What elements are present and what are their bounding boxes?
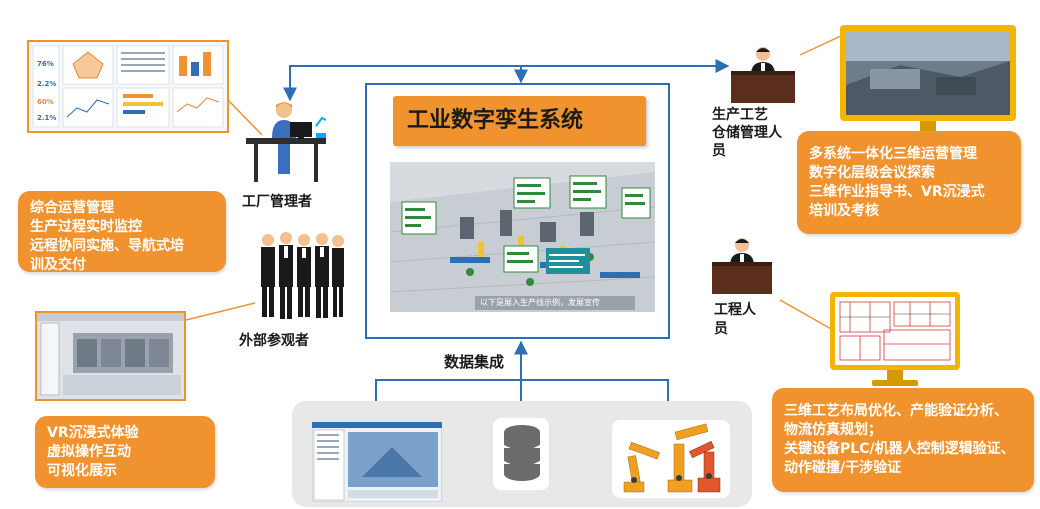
kpi-value-2: 2.2% — [37, 80, 57, 88]
kpi-value-3: 60% — [37, 98, 54, 106]
feature-line: 关键设备PLC/机器人控制逻辑验证、 — [784, 441, 1015, 457]
feature-line: 综合运营管理 — [30, 200, 114, 216]
feature-line: 生产过程实时监控 — [30, 219, 142, 235]
data-integration-label: 数据集成 — [444, 353, 505, 371]
factory-3d-render — [390, 162, 655, 312]
feature-line: VR沉浸式体验 — [47, 425, 139, 441]
system-title: 工业数字孪生系统 — [393, 96, 646, 146]
role-line: 仓储管理人 — [712, 125, 782, 141]
kpi-value-1: 76% — [37, 60, 54, 68]
visitor-group-figure — [261, 232, 344, 319]
dashboard-thumbnail: 76% 2.2% 60% 2.1% — [27, 40, 229, 133]
orange-link-monitor-bottom — [779, 299, 834, 331]
database-icon — [503, 425, 541, 481]
role-line: 工程人 — [714, 302, 756, 318]
dashboard-graphic — [29, 42, 227, 131]
role-line: 员 — [712, 143, 726, 159]
engineer-figure — [712, 238, 772, 294]
feature-line: 三维作业指导书、VR沉浸式 — [809, 184, 985, 200]
render-caption: 以下是展入生产线示例，发展宣传 — [480, 298, 600, 307]
external-visitor-label: 外部参观者 — [239, 333, 309, 349]
vr-scene-graphic — [37, 313, 184, 399]
feature-line: 虚拟操作互动 — [47, 444, 131, 460]
production-manager-features: 多系统一体化三维运营管理 数字化层级会议探索 三维作业指导书、VR沉浸式 培训及… — [797, 131, 1021, 234]
factory-manager-figure — [246, 102, 327, 182]
feature-line: 远程协同实施、导航式培 — [30, 238, 184, 254]
factory-manager-features: 综合运营管理 生产过程实时监控 远程协同实施、导航式培 训及交付 — [18, 191, 226, 273]
kpi-value-4: 2.1% — [37, 114, 57, 122]
feature-line: 三维工艺布局优化、产能验证分析、 — [784, 403, 1008, 419]
vr-thumbnail — [35, 311, 186, 401]
feature-line: 动作碰撞/干涉验证 — [784, 460, 902, 476]
feature-line: 训及交付 — [30, 257, 86, 273]
feature-line: 物流仿真规划； — [784, 422, 882, 438]
engineer-label: 工程人 员 — [714, 301, 756, 339]
factory-manager-label: 工厂管理者 — [242, 194, 312, 210]
software-screenshot — [312, 422, 442, 502]
monitor-top — [840, 25, 1016, 137]
feature-line: 多系统一体化三维运营管理 — [809, 146, 977, 162]
top-connector — [283, 59, 730, 102]
feature-line: 数字化层级会议探索 — [809, 165, 935, 181]
robot-arm-icon — [623, 423, 721, 493]
production-manager-figure — [731, 47, 795, 103]
orange-link-dashboard — [227, 99, 263, 136]
role-line: 员 — [714, 321, 728, 337]
monitor-bottom — [830, 292, 960, 386]
orange-link-vr — [185, 302, 256, 321]
orange-link-monitor-top — [799, 34, 844, 56]
role-line: 生产工艺 — [712, 107, 768, 123]
feature-line: 培训及考核 — [809, 203, 879, 219]
visitor-features: VR沉浸式体验 虚拟操作互动 可视化展示 — [35, 416, 215, 488]
feature-line: 可视化展示 — [47, 463, 117, 479]
engineer-features: 三维工艺布局优化、产能验证分析、 物流仿真规划； 关键设备PLC/机器人控制逻辑… — [772, 388, 1034, 492]
production-manager-label: 生产工艺 仓储管理人 员 — [712, 106, 782, 160]
